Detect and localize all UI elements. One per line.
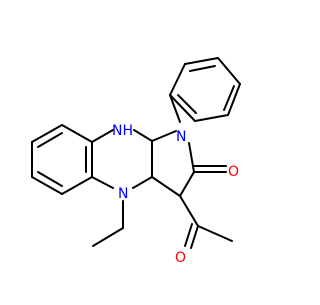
pyrazine-ring: [91, 129, 153, 189]
nh-label: NH: [112, 123, 133, 139]
n-phenyl-label: N: [176, 129, 186, 145]
acetyl-oxygen-label: O: [175, 250, 186, 266]
lactam-oxygen-label: O: [228, 164, 239, 180]
ethyl-group: [92, 200, 124, 247]
lactam-carbonyl: [193, 165, 227, 173]
pyrrolidinone-ring: [151, 130, 195, 197]
benzene-ring-left: [31, 124, 93, 195]
acetyl-group: [179, 195, 233, 249]
n-ethyl-label: N: [118, 186, 128, 202]
molecule-diagram: NH N N O O: [31, 57, 241, 266]
phenyl-ring: [169, 57, 241, 123]
structure-canvas: NH N N O O: [31, 57, 241, 266]
